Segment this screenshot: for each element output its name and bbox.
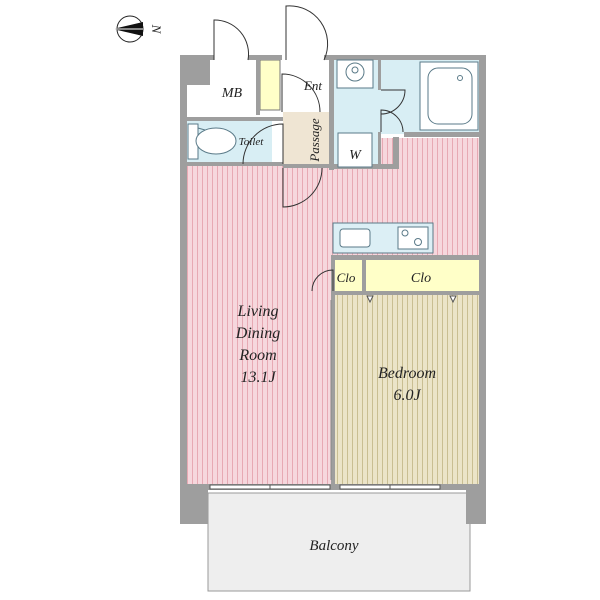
doors [213,5,406,292]
closet-door-markers [366,295,457,304]
windows [209,484,441,490]
balcony-label: Balcony [309,538,358,554]
washer-pan [337,132,373,168]
ldk-label-line2: Dining [235,325,280,342]
north-arrow-icon [113,15,144,43]
washroom-label: W [349,148,362,163]
closet-large-label: Clo [411,271,431,286]
shoe-closet [259,59,281,111]
bathtub [419,61,479,131]
passage [283,112,330,165]
balcony [207,492,471,592]
entrance-label: Ent [303,78,322,93]
kitchen-counter [332,222,434,254]
toilet-label: Toilet [239,136,265,148]
bedroom-size: 6.0J [393,387,421,404]
mb-label: MB [221,86,243,101]
ldk-label-line3: Room [238,347,276,364]
bedroom-label: Bedroom [378,365,436,382]
ldk-label-line1: Living [237,303,279,320]
washbasin [336,59,374,89]
closet-large [366,260,479,293]
living-dining-room [187,165,331,487]
north-label: N [149,24,164,35]
closet-small-label: Clo [337,270,356,285]
closet-small [332,260,362,293]
bedroom [333,294,480,487]
ldk-size: 13.1J [240,369,276,386]
passage-label: Passage [307,118,322,163]
toilet-fixture [187,123,237,160]
